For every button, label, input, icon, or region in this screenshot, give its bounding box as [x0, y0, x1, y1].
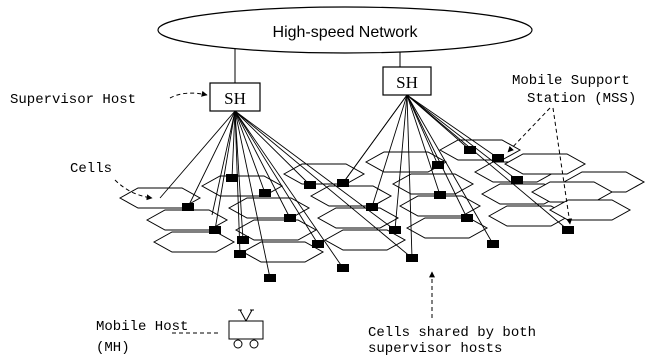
mobile-host-text-line2: (MH): [96, 340, 130, 356]
mss-station: [182, 203, 194, 211]
mss-station: [511, 176, 523, 184]
mss-station: [284, 214, 296, 222]
mss-station: [312, 240, 324, 248]
hex-cell: [398, 195, 482, 217]
mss-station: [209, 226, 221, 234]
sh-mss-link: [234, 110, 266, 194]
supervisor-host-box-2: [382, 66, 432, 96]
shared-cells-text-line1: Cells shared by both: [368, 325, 536, 341]
mss-station: [237, 236, 249, 244]
sh-mss-link: [234, 110, 291, 219]
supervisor-host-box-1: [209, 82, 261, 112]
mss-station: [264, 274, 276, 282]
hex-cell: [503, 153, 587, 175]
sh-mss-link: [406, 94, 569, 231]
mss-station: [259, 189, 271, 197]
mobile-host-text-line1: Mobile Host: [96, 319, 188, 335]
sh-mss-link: [406, 94, 441, 196]
sh-mss-link: [234, 110, 271, 279]
mobile-host-icon: [228, 309, 264, 349]
hex-cell: [548, 199, 632, 221]
sh-mss-link: [234, 110, 319, 245]
supervisor-host-label-1: SH: [224, 89, 246, 108]
sh-mss-link: [231, 110, 236, 179]
shared-cells-text-line2: supervisor hosts: [368, 341, 502, 357]
sh-mss-link: [214, 110, 236, 231]
cell-grid: [118, 139, 646, 263]
hex-cell: [282, 163, 366, 185]
sh-mss-link: [234, 110, 344, 269]
sh-mss-link: [406, 94, 468, 219]
mss-station: [304, 181, 316, 189]
supervisor-host-label-2: SH: [396, 73, 418, 92]
mss-station: [464, 146, 476, 154]
mss-station: [389, 226, 401, 234]
sh-mss-link: [234, 110, 413, 259]
sh-mss-link: [187, 110, 236, 208]
cells-text: Cells: [70, 161, 112, 177]
sh-mss-link: [406, 94, 413, 259]
mss-station: [434, 191, 446, 199]
cells-arrow: [114, 179, 153, 201]
mss-stations: [182, 146, 574, 282]
mss-station: [487, 240, 499, 248]
hex-cell: [234, 219, 318, 241]
supervisor-host-arrow: [169, 90, 208, 99]
mss-arrow-1: [507, 107, 551, 153]
sh-mss-link: [211, 110, 236, 216]
mss-station: [406, 254, 418, 262]
sh-mss-link: [371, 94, 408, 208]
sh-mss-link: [234, 110, 241, 255]
mss-station: [337, 264, 349, 272]
hex-cell: [227, 197, 311, 219]
hex-cell: [316, 207, 400, 229]
network-label: High-speed Network: [273, 24, 419, 41]
hex-cell: [530, 181, 614, 203]
supervisor-host-text: Supervisor Host: [10, 92, 136, 108]
sh-mss-link: [406, 94, 518, 181]
sh-mss-link: [394, 94, 408, 231]
mss-arrow-2: [552, 107, 573, 225]
hex-cell: [391, 173, 475, 195]
hex-cell: [438, 139, 522, 161]
mss-station: [366, 203, 378, 211]
sh-mss-links: [159, 94, 569, 279]
mss-text-line1: Mobile Support: [512, 73, 630, 89]
sh-mss-link: [234, 110, 244, 241]
hex-cell: [152, 231, 236, 253]
hex-cell: [405, 217, 489, 239]
mss-station: [562, 226, 574, 234]
sh-mss-link: [406, 94, 439, 166]
sh-mss-link: [342, 94, 408, 184]
sh-mss-link: [406, 94, 499, 159]
mss-station: [337, 179, 349, 187]
network-ellipse: [157, 6, 533, 54]
mss-station: [234, 250, 246, 258]
mss-station: [226, 174, 238, 182]
hex-cell: [241, 241, 325, 263]
sh-mss-link: [234, 110, 311, 186]
hex-cell: [309, 185, 393, 207]
sh-mss-link: [406, 94, 494, 245]
mss-text-line2: Station (MSS): [527, 91, 636, 107]
sh-mss-link: [159, 110, 236, 199]
mss-station: [492, 154, 504, 162]
mss-station: [461, 214, 473, 222]
mss-station: [432, 161, 444, 169]
hex-cell: [145, 209, 229, 231]
